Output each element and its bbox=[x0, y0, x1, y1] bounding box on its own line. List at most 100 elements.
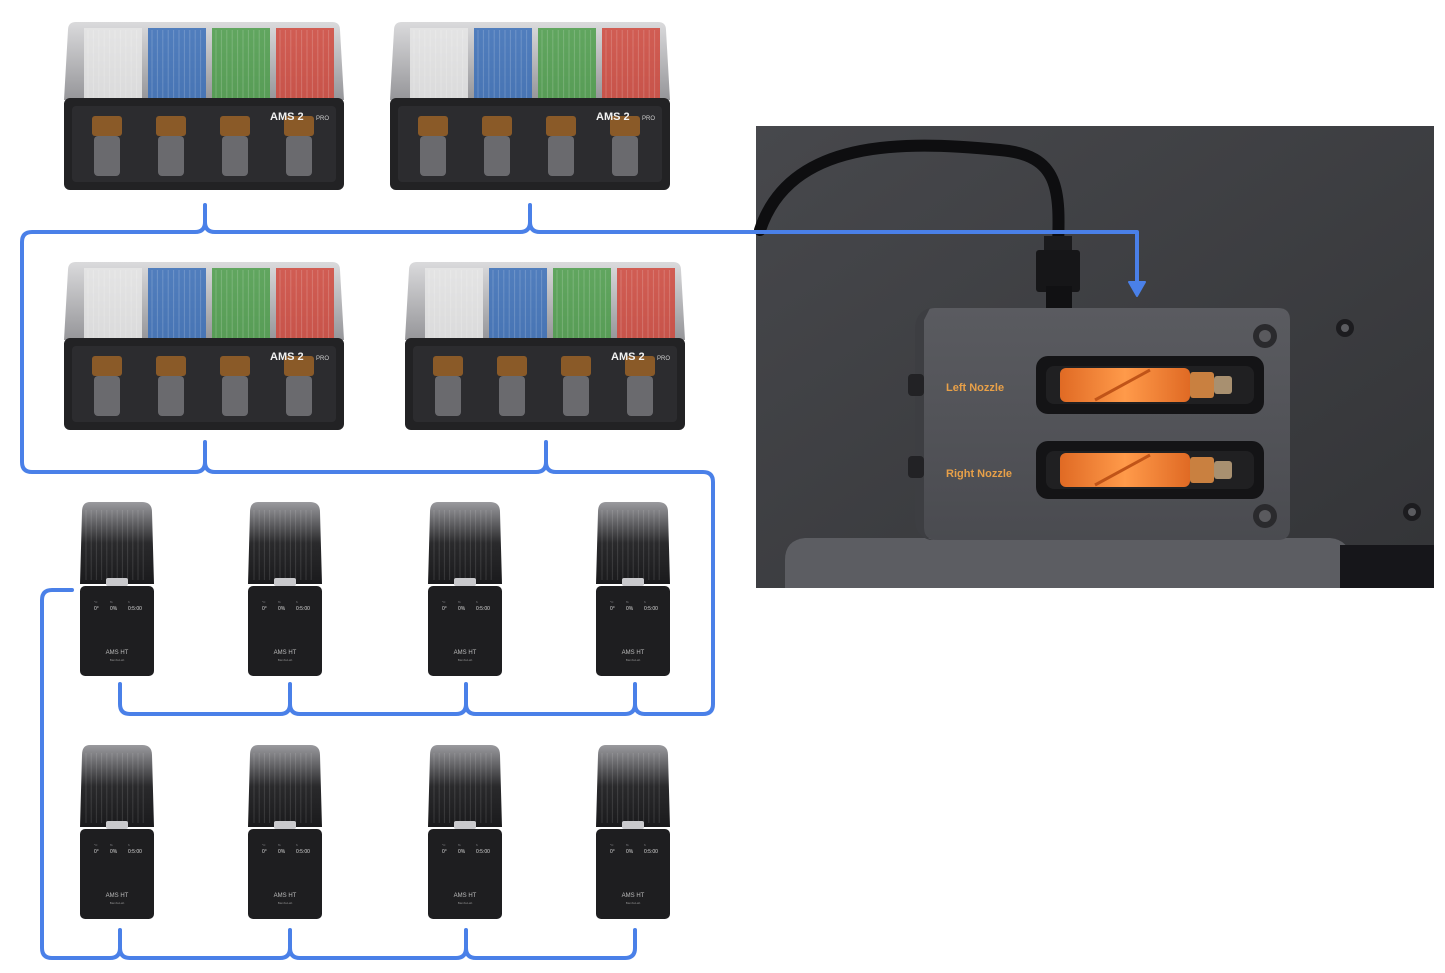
ams2-brand-suffix: PRO bbox=[657, 356, 670, 362]
feeder-cylinder bbox=[612, 136, 638, 176]
filament-spool bbox=[148, 28, 206, 108]
ams-ht-display-label: % bbox=[626, 600, 629, 604]
ams-ht-display-label: h bbox=[644, 600, 646, 604]
printer-ledge bbox=[785, 538, 1350, 588]
ams2-unit: AMS 2 PRO bbox=[405, 262, 685, 430]
ams-ht-body bbox=[80, 586, 154, 676]
ams-ht-display-label: % bbox=[278, 600, 281, 604]
ams-ht-brand-sub: BambuLab bbox=[626, 658, 641, 662]
ams-ht-display-value: 0° bbox=[610, 849, 615, 855]
ams2-brand: AMS 2 bbox=[611, 351, 645, 363]
ams-ht-body bbox=[596, 586, 670, 676]
feeder-cylinder bbox=[222, 376, 248, 416]
feeder-gear bbox=[220, 356, 250, 376]
ams2-brand: AMS 2 bbox=[596, 111, 630, 123]
feeder-gear bbox=[418, 116, 448, 136]
ams-ht-display-label: °C bbox=[94, 600, 98, 604]
feeder-gear bbox=[433, 356, 463, 376]
ams-ht-display-label: % bbox=[278, 843, 281, 847]
filament-spool bbox=[276, 268, 334, 348]
ams-ht-body bbox=[80, 829, 154, 919]
ams-ht-brand-sub: BambuLab bbox=[110, 901, 125, 905]
ams2-brand-suffix: PRO bbox=[642, 116, 655, 122]
ams-ht-display-value: 0% bbox=[278, 849, 286, 855]
ams-ht-display-value: 0° bbox=[94, 606, 99, 612]
connector-lines bbox=[20, 203, 1146, 960]
ams-ht-display-value: 0:5:00 bbox=[644, 849, 658, 855]
ams-ht-latch bbox=[622, 578, 644, 586]
ams-ht-display-value: 0% bbox=[458, 849, 466, 855]
right-nozzle-label: Right Nozzle bbox=[946, 468, 1012, 480]
ams-ht-latch bbox=[454, 578, 476, 586]
ams-ht-display-value: 0:5:00 bbox=[296, 849, 310, 855]
filament-spool bbox=[212, 28, 270, 108]
feeder-gear bbox=[156, 116, 186, 136]
ams-ht-display-value: 0° bbox=[610, 606, 615, 612]
filament-spool bbox=[474, 28, 532, 108]
filament-spool bbox=[410, 28, 468, 108]
filament-spool bbox=[425, 268, 483, 348]
printer-slot bbox=[1340, 545, 1434, 588]
ams-ht-latch bbox=[274, 821, 296, 829]
ams-ht-display-label: % bbox=[626, 843, 629, 847]
ams-ht-display-label: h bbox=[296, 600, 298, 604]
ams-ht-display-value: 0:5:00 bbox=[128, 606, 142, 612]
ams-ht-body bbox=[428, 586, 502, 676]
ams-ht-display-value: 0:5:00 bbox=[476, 606, 490, 612]
ams-ht-display-label: °C bbox=[442, 600, 446, 604]
connector-ht-row1 bbox=[118, 682, 647, 716]
ams-ht-brand: AMS HT bbox=[106, 650, 129, 656]
feeder-cylinder bbox=[286, 136, 312, 176]
feeder-gear bbox=[482, 116, 512, 136]
ams-ht-lid bbox=[596, 745, 670, 827]
cable-plug bbox=[1036, 250, 1080, 292]
ams-ht-display-value: 0% bbox=[110, 606, 118, 612]
feeder-cylinder bbox=[158, 136, 184, 176]
filament-spool bbox=[212, 268, 270, 348]
feeder-cylinder bbox=[484, 136, 510, 176]
ams-ht-lid bbox=[80, 502, 154, 584]
ams-ht-brand: AMS HT bbox=[622, 893, 645, 899]
usb-cable bbox=[754, 139, 1065, 254]
ams-ht-display-label: °C bbox=[442, 843, 446, 847]
feeder-gear bbox=[92, 356, 122, 376]
feeder-gear bbox=[561, 356, 591, 376]
feeder-cylinder bbox=[548, 136, 574, 176]
ams-ht-display-value: 0° bbox=[442, 606, 447, 612]
ams-ht-brand-sub: BambuLab bbox=[626, 901, 641, 905]
ams-ht-display-label: h bbox=[128, 843, 130, 847]
ams-ht-latch bbox=[454, 821, 476, 829]
feeder-gear bbox=[284, 356, 314, 376]
filament-spool bbox=[602, 28, 660, 108]
ams-ht-body bbox=[428, 829, 502, 919]
ams-ht-display-label: % bbox=[458, 600, 461, 604]
ams-ht-display-value: 0% bbox=[110, 849, 118, 855]
ams-ht-display-label: h bbox=[476, 843, 478, 847]
ams-ht-display-value: 0% bbox=[626, 606, 634, 612]
ams-ht-brand: AMS HT bbox=[622, 650, 645, 656]
ams-ht-lid bbox=[248, 502, 322, 584]
ams-ht-brand: AMS HT bbox=[274, 893, 297, 899]
ams-ht-display-label: % bbox=[110, 600, 113, 604]
left-nozzle-window bbox=[1036, 356, 1264, 414]
feeder-gear bbox=[546, 116, 576, 136]
arrow-head-icon bbox=[1128, 281, 1146, 297]
ams-ht-display-label: % bbox=[458, 843, 461, 847]
ams2-unit: AMS 2 PRO bbox=[390, 22, 670, 190]
ams-ht-lid bbox=[248, 745, 322, 827]
ams-ht-display-label: h bbox=[296, 843, 298, 847]
ams-ht-brand: AMS HT bbox=[454, 893, 477, 899]
feeder-gear bbox=[610, 116, 640, 136]
ams-ht-lid bbox=[428, 745, 502, 827]
ams-ht-lid bbox=[596, 502, 670, 584]
